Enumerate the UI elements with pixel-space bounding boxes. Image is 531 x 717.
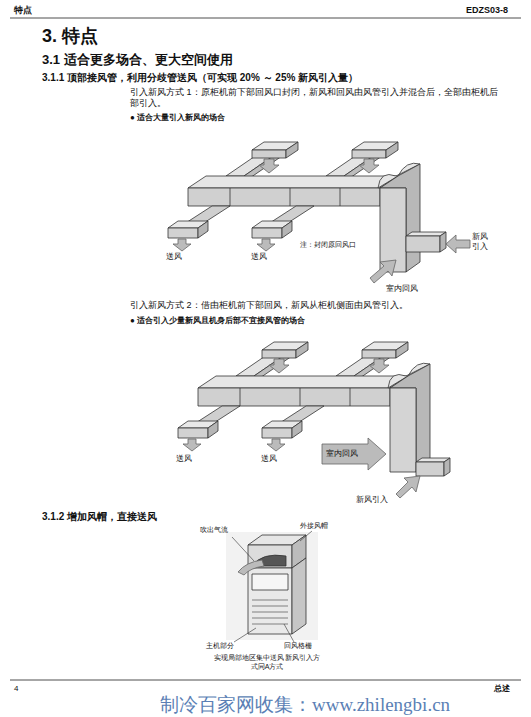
part-label: 室内回风 <box>326 449 358 459</box>
part-label: 新风 引入 <box>472 232 492 252</box>
part-label: 新风引入 <box>356 495 388 505</box>
part-label: 送风 <box>251 252 267 262</box>
part-label: 送风 <box>176 454 192 464</box>
body-text: 引入新风方式 1：原柜机前下部回风口封闭，新风和回风由风管引入并混合后，全部由柜… <box>130 87 500 110</box>
duct-illustration-2 <box>178 342 450 498</box>
part-label: 送风 <box>261 454 277 464</box>
header-rule <box>10 18 521 19</box>
duct-illustration-1 <box>168 142 470 283</box>
footer-text: 总述 <box>494 684 510 694</box>
page-header: 特点 <box>14 5 32 16</box>
note-text: 注：封闭原回风口 <box>300 241 356 250</box>
section-title: 3. 特点 <box>42 25 98 48</box>
part-label: 送风 <box>166 252 182 262</box>
page-number: 4 <box>14 684 18 694</box>
subsection-heading: 3.1.2 增加风帽，直接送风 <box>42 511 157 524</box>
part-label: 外接风帽 <box>300 522 328 531</box>
watermark: 制冷百家网收集：www.zhilengbi.cn <box>160 693 450 717</box>
bullet-text: ● 适合引入少量新风且机身后部不宜接风管的场合 <box>130 316 305 326</box>
subsection-heading: 3.1.1 顶部接风管，利用分歧管送风（可实现 20% ～ 25% 新风引入量） <box>42 72 358 85</box>
leader-lines <box>232 531 312 642</box>
caption-note: 实现局部地区集中送风 新风引入方式同A方式 <box>212 654 322 672</box>
cabinet-illustration <box>226 531 318 642</box>
section-heading: 3.1 适合更多场合、更大空间使用 <box>42 52 233 68</box>
bullet-text: ● 适合大量引入新风的场合 <box>130 113 225 123</box>
rule-lines <box>10 18 521 680</box>
part-label: 回风格栅 <box>284 642 312 651</box>
part-label: 主机部分 <box>206 642 234 651</box>
footer-rule <box>10 680 521 681</box>
document-code: EDZS03-8 <box>466 5 508 16</box>
body-text: 引入新风方式 2：借由柜机前下部回风，新风从柜机侧面由风管引入。 <box>130 300 500 311</box>
part-label: 室内回风 <box>386 284 418 294</box>
part-label: 吹出气流 <box>200 526 228 535</box>
